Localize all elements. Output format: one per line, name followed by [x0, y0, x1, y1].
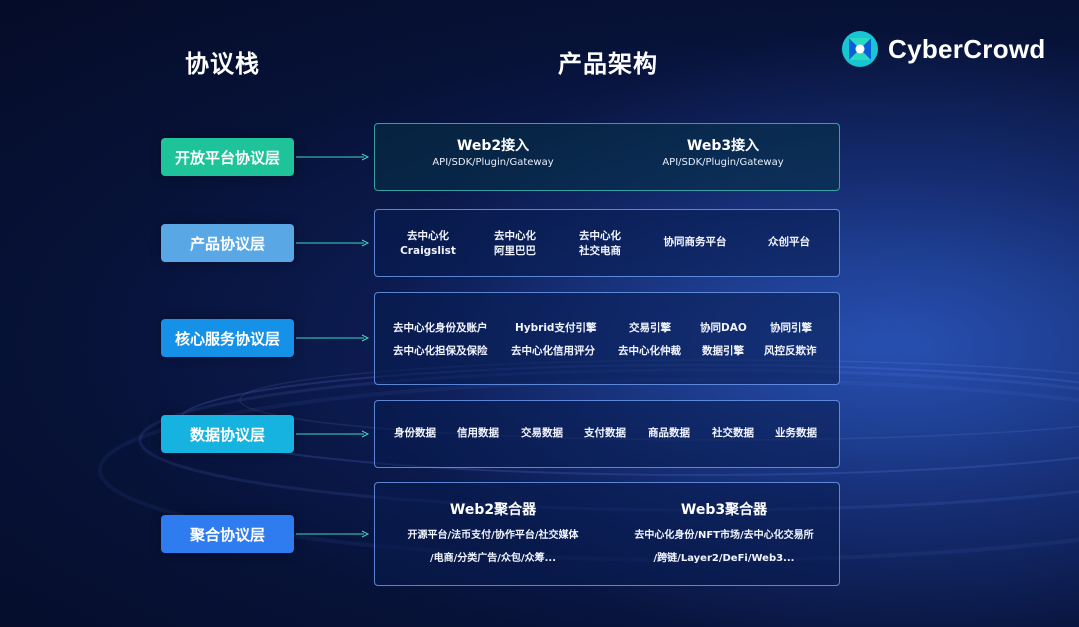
web2-access: Web2接入 API/SDK/Plugin/Gateway — [375, 136, 611, 170]
product-item-line: 阿里巴巴 — [494, 245, 536, 257]
data-item: 身份数据 — [394, 427, 436, 439]
core-item: 去中心化信用评分 — [511, 345, 595, 357]
arrow-right-icon — [296, 153, 370, 161]
data-item: 商品数据 — [648, 427, 690, 439]
panel-aggregation: Web2聚合器 开源平台/法币支付/协作平台/社交媒体 /电商/分类广告/众包/… — [374, 482, 840, 586]
protocol-stack-header: 协议栈 — [185, 50, 260, 78]
core-item: 交易引擎 — [629, 322, 671, 334]
web2-aggregator: Web2聚合器 开源平台/法币支付/协作平台/社交媒体 /电商/分类广告/众包/… — [379, 500, 607, 566]
product-item-line: 去中心化 — [579, 230, 621, 242]
product-item-line: 众创平台 — [768, 236, 810, 248]
product-item: 去中心化 Craigslist — [393, 229, 463, 259]
data-item: 业务数据 — [775, 427, 817, 439]
web3-access: Web3接入 API/SDK/Plugin/Gateway — [605, 136, 841, 170]
web3-aggregator-title: Web3聚合器 — [680, 502, 768, 518]
panel-product: 去中心化 Craigslist 去中心化 阿里巴巴 去中心化 社交电商 协同商务… — [374, 209, 840, 277]
logo-text: CyberCrowd — [888, 33, 1046, 64]
panel-data: 身份数据 信用数据 交易数据 支付数据 商品数据 社交数据 业务数据 — [374, 400, 840, 468]
arrow-right-icon — [296, 530, 370, 538]
cybercrowd-logo-icon — [842, 31, 878, 67]
product-item-line: 社交电商 — [579, 245, 621, 257]
layer-open-platform: 开放平台协议层 — [161, 138, 294, 176]
web3-aggregator-line: /跨链/Layer2/DeFi/Web3... — [653, 553, 795, 564]
web2-access-title: Web2接入 — [456, 138, 530, 154]
layer-aggregation: 聚合协议层 — [161, 515, 294, 553]
web3-aggregator: Web3聚合器 去中心化身份/NFT市场/去中心化交易所 /跨链/Layer2/… — [611, 500, 837, 566]
product-item-line: 协同商务平台 — [663, 236, 727, 248]
data-item: 交易数据 — [521, 427, 563, 439]
panel-open-platform: Web2接入 API/SDK/Plugin/Gateway Web3接入 API… — [374, 123, 840, 191]
web2-aggregator-line: 开源平台/法币支付/协作平台/社交媒体 — [407, 530, 579, 541]
core-item: 协同DAO — [700, 322, 747, 334]
core-item: 去中心化仲裁 — [618, 345, 681, 357]
logo: CyberCrowd — [840, 28, 1046, 70]
layer-product: 产品协议层 — [161, 224, 294, 262]
product-item-line: 去中心化 — [494, 230, 536, 242]
product-item: 协同商务平台 — [650, 235, 740, 250]
data-item: 社交数据 — [712, 427, 754, 439]
arrow-right-icon — [296, 430, 370, 438]
core-item: 去中心化身份及账户 — [393, 322, 488, 334]
core-item: Hybrid支付引擎 — [515, 322, 597, 334]
arrow-right-icon — [296, 334, 370, 342]
web2-aggregator-title: Web2聚合器 — [449, 502, 537, 518]
layer-data: 数据协议层 — [161, 415, 294, 453]
data-item: 信用数据 — [457, 427, 499, 439]
product-item: 去中心化 社交电商 — [565, 229, 635, 259]
layer-core-service: 核心服务协议层 — [161, 319, 294, 357]
product-item: 众创平台 — [753, 235, 825, 250]
core-item: 协同引擎 — [770, 322, 812, 334]
product-item-line: 去中心化 — [407, 230, 449, 242]
core-item: 去中心化担保及保险 — [393, 345, 488, 357]
product-item-line: Craigslist — [400, 245, 456, 257]
core-item: 数据引擎 — [702, 345, 744, 357]
arrow-right-icon — [296, 239, 370, 247]
web3-access-title: Web3接入 — [686, 138, 760, 154]
core-item: 风控反欺诈 — [764, 345, 817, 357]
product-item: 去中心化 阿里巴巴 — [480, 229, 550, 259]
web3-access-sub: API/SDK/Plugin/Gateway — [662, 157, 784, 168]
web2-aggregator-line: /电商/分类广告/众包/众筹... — [429, 553, 556, 564]
panel-core-service: 去中心化身份及账户 Hybrid支付引擎 交易引擎 协同DAO 协同引擎 去中心… — [374, 292, 840, 385]
web2-access-sub: API/SDK/Plugin/Gateway — [432, 157, 554, 168]
web3-aggregator-line: 去中心化身份/NFT市场/去中心化交易所 — [634, 530, 814, 541]
data-item: 支付数据 — [584, 427, 626, 439]
product-architecture-header: 产品架构 — [558, 50, 658, 78]
